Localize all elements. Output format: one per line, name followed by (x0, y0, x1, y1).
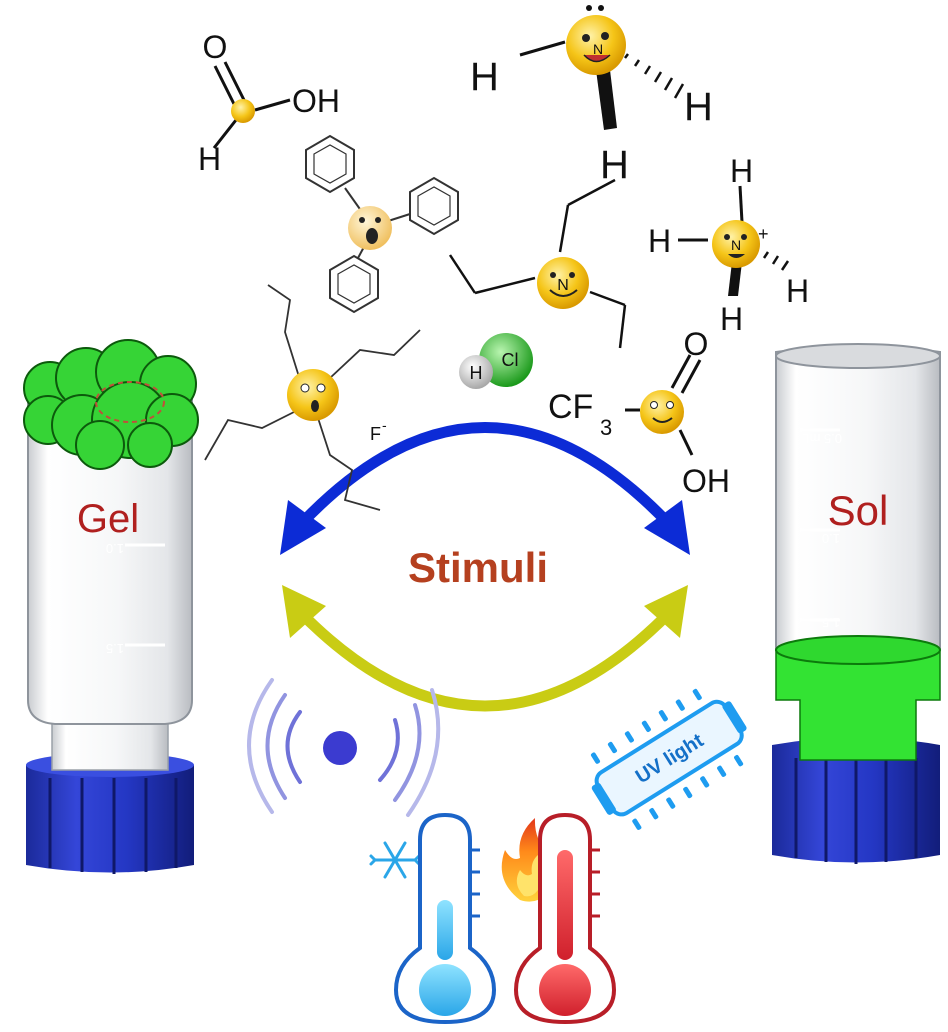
sol-label: Sol (828, 487, 889, 534)
tfa-cf: CF (548, 388, 593, 426)
tbaf-fluoride-charge: - (382, 417, 387, 433)
ammonia-molecule: N H H H (470, 5, 713, 187)
ammonia-h2: H (684, 85, 713, 129)
stimuli-label: Stimuli (408, 544, 548, 591)
uv-lamp-icon: UV light (590, 688, 747, 830)
gel-vial-cap (26, 757, 194, 873)
ammonium-h4: H (720, 301, 743, 337)
sol-vial-rim (775, 343, 941, 369)
formic-oh: OH (292, 83, 340, 119)
formic-h: H (198, 141, 221, 177)
hcl-hydrogen (459, 355, 493, 389)
ammonium-h3: H (786, 273, 809, 309)
ammonium-h2: H (648, 223, 671, 259)
ammonia-n: N (593, 41, 603, 57)
tbaf-molecule (204, 284, 421, 511)
sol-scale-label-1: 0.5 mL (802, 431, 842, 446)
triethylamine-molecule (448, 178, 627, 349)
yellow-arrow (282, 585, 688, 712)
snowflake-icon (369, 841, 421, 879)
hcl-h-label: H (470, 363, 483, 383)
gel-vial-body (27, 394, 193, 725)
formic-acid-molecule: O OH H (198, 29, 340, 177)
tfa-subscript: 3 (600, 415, 612, 440)
gel-vial: 1.0 1.5 Gel (23, 339, 199, 874)
tfa-carbon-face (640, 390, 684, 434)
gel-vial-scale (125, 543, 165, 647)
gel-scale-label-1: 1.0 (106, 541, 124, 556)
triethylamine-n-face (537, 257, 589, 309)
gel-vial-cap-ridges (48, 778, 178, 874)
ammonium-n: N (731, 237, 741, 253)
hot-thermometer-icon (513, 812, 617, 1025)
tfa-o: O (684, 326, 709, 362)
sol-liquid (775, 649, 941, 761)
gel-material-highlight (95, 381, 165, 423)
sol-vial-scale (800, 428, 840, 622)
sol-vial: 0.5 mL 1.0 1.5 Sol (772, 343, 941, 864)
gel-label: Gel (77, 497, 139, 541)
ammonia-n-face (566, 15, 626, 75)
gel-material (23, 339, 199, 470)
ammonium-molecule: N + H H H H (648, 153, 809, 337)
ammonia-h1: H (470, 55, 499, 99)
gel-vial-neck (51, 717, 169, 771)
triphenyl-face (348, 206, 392, 250)
formic-o: O (203, 29, 228, 65)
formic-carbon-face (231, 99, 255, 123)
tfa-molecule: CF 3 O OH (548, 326, 730, 499)
tbaf-n-face (287, 369, 339, 421)
tfa-oh: OH (682, 463, 730, 499)
sound-waves-icon (247, 678, 441, 817)
blue-arrow (280, 422, 690, 555)
hcl-cl-label: Cl (502, 350, 519, 370)
hcl-molecule: H Cl (459, 333, 533, 389)
sol-vial-cap-ridges (794, 758, 918, 864)
tbaf-fluoride: F (370, 424, 381, 444)
gel-scale-label-2: 1.5 (106, 641, 124, 656)
sol-liquid-surface (775, 635, 941, 665)
ammonium-n-face (712, 220, 760, 268)
cold-thermometer-icon (393, 812, 497, 1025)
sol-scale-label-3: 1.5 (822, 615, 840, 630)
ammonium-charge: + (758, 224, 769, 244)
sol-scale-label-2: 1.0 (822, 531, 840, 546)
triethylamine-n: N (557, 277, 569, 294)
ammonium-h1: H (730, 153, 753, 189)
